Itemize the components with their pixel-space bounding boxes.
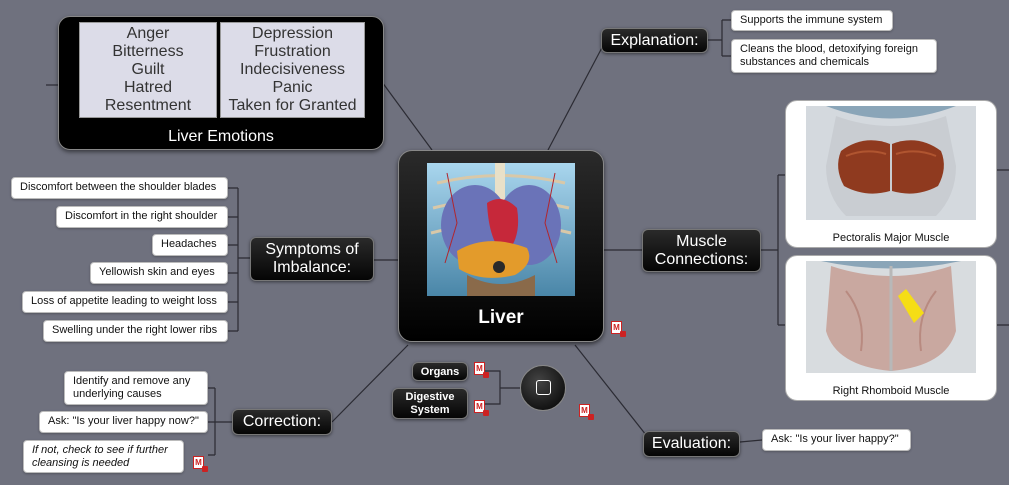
- pectoralis-muscle-icon: [806, 106, 976, 220]
- digestive-system-link[interactable]: Digestive System: [392, 388, 468, 419]
- correction-item: Ask: "Is your liver happy now?": [39, 411, 208, 433]
- note-icon[interactable]: M: [579, 404, 594, 420]
- correction-node[interactable]: Correction:: [232, 409, 332, 435]
- emotion-item: Hatred: [123, 79, 173, 96]
- symptom-item: Swelling under the right lower ribs: [43, 320, 228, 342]
- square-icon: [536, 380, 551, 395]
- emotion-item: Panic: [272, 79, 313, 96]
- liver-image: [427, 163, 575, 296]
- emotion-item: Taken for Granted: [228, 97, 357, 114]
- emotions-title: Liver Emotions: [168, 128, 274, 145]
- explanation-item: Supports the immune system: [731, 10, 893, 31]
- emotion-item: Indecisiveness: [240, 61, 345, 78]
- symptom-item: Discomfort between the shoulder blades: [11, 177, 228, 199]
- rhomboid-card[interactable]: Right Rhomboid Muscle: [785, 255, 997, 401]
- note-icon[interactable]: M: [611, 321, 626, 337]
- emotion-item: Bitterness: [112, 43, 184, 60]
- group-node-icon[interactable]: [520, 365, 566, 411]
- liver-node[interactable]: Liver: [398, 150, 604, 342]
- pectoralis-image: [806, 106, 976, 220]
- emotion-item: Frustration: [254, 43, 331, 60]
- explanation-item: Cleans the blood, detoxifying foreign su…: [731, 39, 937, 73]
- note-icon[interactable]: M: [193, 456, 208, 472]
- symptoms-node[interactable]: Symptoms of Imbalance:: [250, 237, 374, 281]
- emotions-right-column: Depression Frustration Indecisiveness Pa…: [220, 22, 365, 118]
- symptom-item: Yellowish skin and eyes: [90, 262, 228, 284]
- symptom-item: Discomfort in the right shoulder: [56, 206, 228, 228]
- emotions-left-column: Anger Bitterness Guilt Hatred Resentment: [79, 22, 217, 118]
- evaluation-node[interactable]: Evaluation:: [643, 431, 740, 457]
- rhomboid-label: Right Rhomboid Muscle: [832, 385, 950, 397]
- emotion-item: Depression: [252, 25, 333, 42]
- correction-item: If not, check to see if further cleansin…: [23, 440, 184, 473]
- correction-item: Identify and remove any underlying cause…: [64, 371, 208, 405]
- emotions-table: Anger Bitterness Guilt Hatred Resentment…: [79, 22, 365, 118]
- liver-title: Liver: [478, 307, 524, 328]
- pectoralis-card[interactable]: Pectoralis Major Muscle: [785, 100, 997, 248]
- emotion-item: Anger: [126, 25, 170, 42]
- pectoralis-label: Pectoralis Major Muscle: [832, 232, 950, 244]
- symptom-item: Headaches: [152, 234, 228, 256]
- explanation-node[interactable]: Explanation:: [601, 28, 708, 53]
- evaluation-item: Ask: "Is your liver happy?": [762, 429, 911, 451]
- liver-anatomy-icon: [427, 163, 575, 296]
- rhomboid-image: [806, 261, 976, 373]
- rhomboid-muscle-icon: [806, 261, 976, 373]
- note-icon[interactable]: M: [474, 400, 489, 416]
- symptom-item: Loss of appetite leading to weight loss: [22, 291, 228, 313]
- emotions-node[interactable]: Anger Bitterness Guilt Hatred Resentment…: [58, 16, 384, 150]
- emotion-item: Guilt: [131, 61, 165, 78]
- emotion-item: Resentment: [104, 97, 192, 114]
- organs-link[interactable]: Organs: [412, 362, 468, 381]
- note-icon[interactable]: M: [474, 362, 489, 378]
- muscle-node[interactable]: Muscle Connections:: [642, 229, 761, 272]
